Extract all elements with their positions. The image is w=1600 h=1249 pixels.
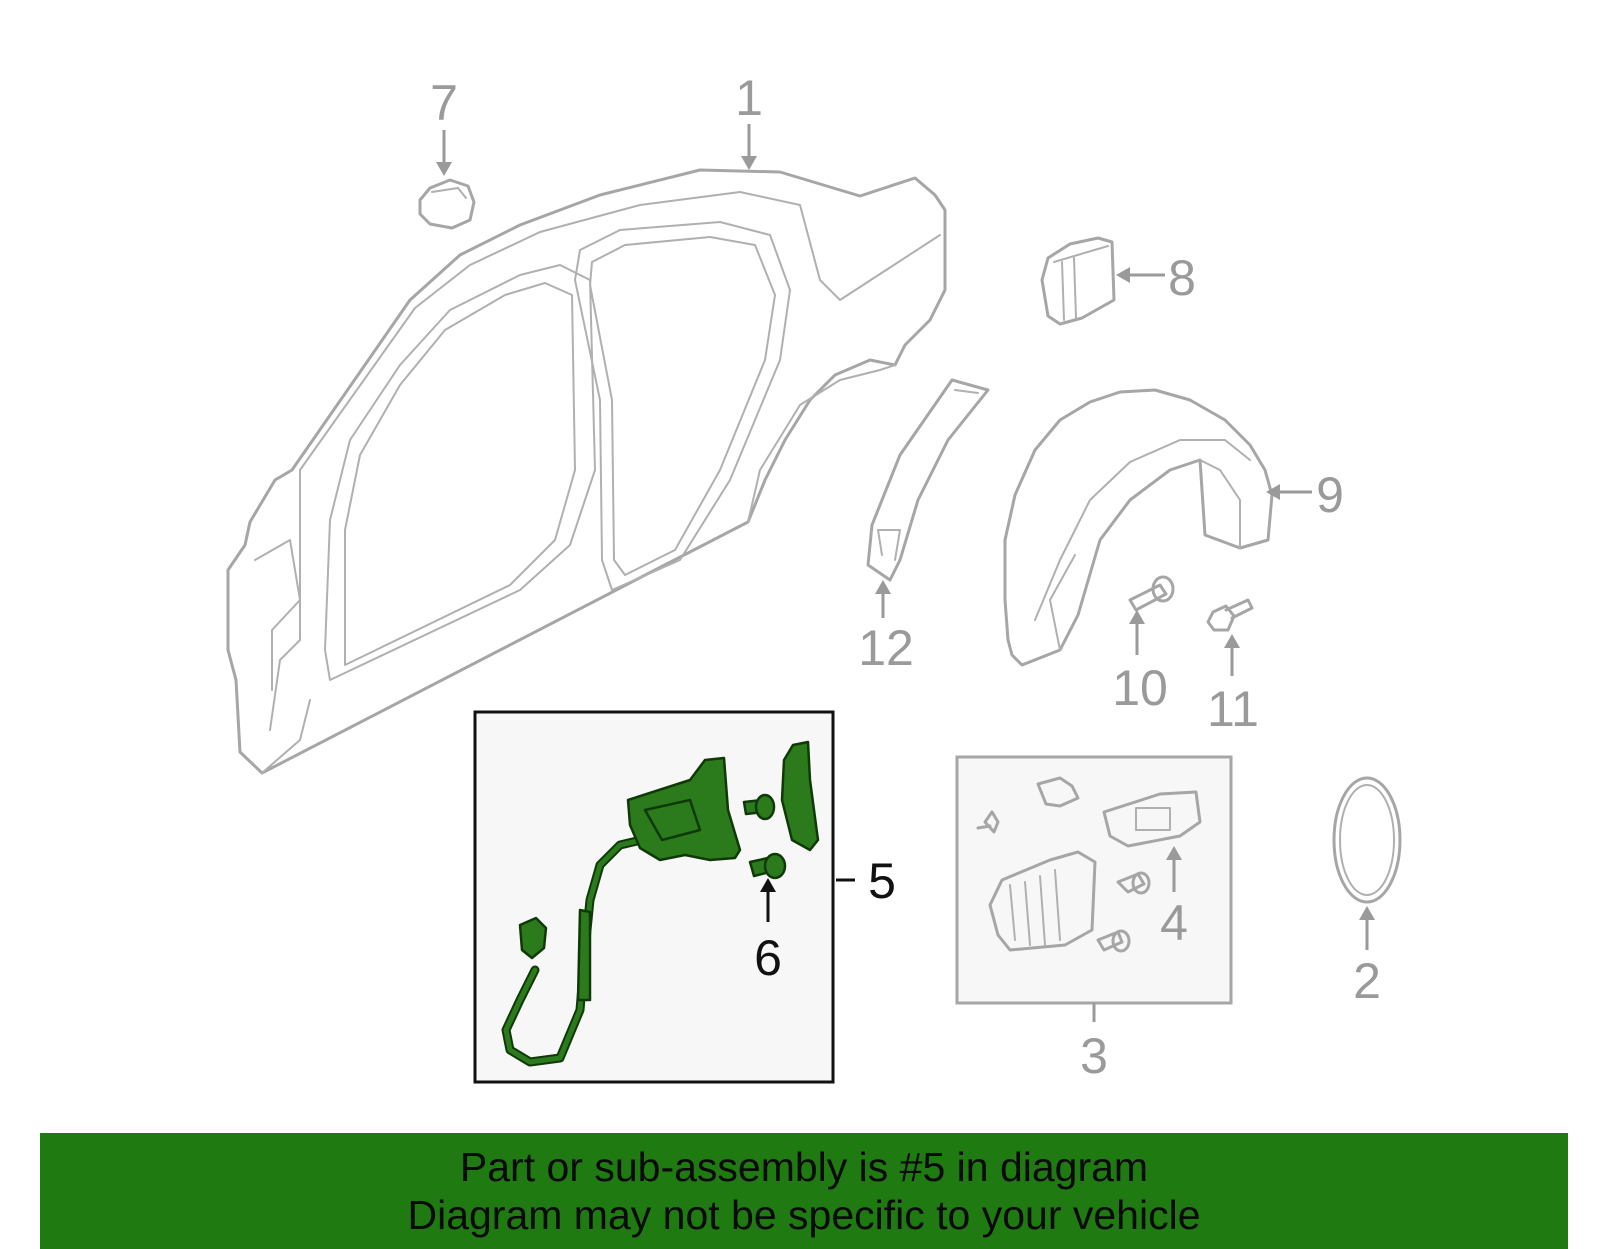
callout-12: 12	[858, 620, 914, 676]
part-11-bolt[interactable]	[1206, 598, 1254, 632]
part-3-housing-assembly[interactable]	[955, 755, 1233, 1005]
callout-labels: 1 7 8 9 12 10 11 4 3 2 5 6	[430, 70, 1381, 1084]
part-12-molding[interactable]	[866, 378, 990, 582]
callout-10: 10	[1112, 660, 1168, 716]
banner-line-2: Diagram may not be specific to your vehi…	[407, 1192, 1201, 1238]
banner-line-1: Part or sub-assembly is #5 in diagram	[459, 1144, 1149, 1190]
part-5-latch-assembly[interactable]	[473, 710, 835, 1084]
callout-arrows	[436, 124, 1375, 1022]
part-1-body-side-panel[interactable]	[226, 168, 947, 775]
callout-8: 8	[1168, 250, 1196, 306]
callout-1: 1	[735, 70, 763, 126]
callout-4: 4	[1160, 895, 1188, 951]
callout-3: 3	[1080, 1028, 1108, 1084]
part-9-wheelhouse-liner[interactable]	[1003, 388, 1274, 667]
callout-6: 6	[754, 930, 782, 986]
part-2-seal[interactable]	[1332, 776, 1402, 904]
part-10-bolt[interactable]	[1128, 575, 1175, 612]
callout-7: 7	[430, 75, 458, 131]
part-7-plug[interactable]	[418, 178, 476, 230]
info-banner: Part or sub-assembly is #5 in diagram Di…	[40, 1133, 1568, 1249]
callout-5: 5	[868, 853, 896, 909]
part-8-housing[interactable]	[1040, 236, 1116, 326]
callout-11: 11	[1207, 681, 1259, 737]
callout-2: 2	[1353, 953, 1381, 1009]
callout-9: 9	[1316, 467, 1344, 523]
